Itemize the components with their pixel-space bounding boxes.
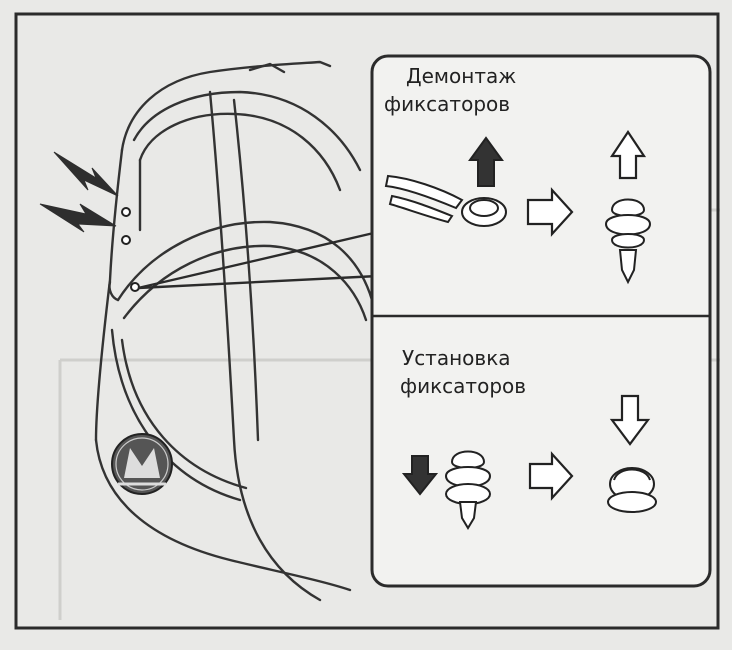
clip-icon [444,450,492,530]
fastener-hole-middle [121,235,131,245]
up-arrow-icon [468,136,504,187]
fastener-hole-upper [121,207,131,217]
clip-icon [604,198,652,285]
outer-frame [14,12,720,630]
wheel-arch-drawing [94,60,374,602]
up-arrow-icon [609,130,647,180]
down-arrow-icon [401,455,439,496]
remove-title-line1: Демонтаж [406,64,517,88]
install-section [401,394,657,530]
fastener-holes [121,207,140,292]
logo-badge-icon [111,433,173,495]
remove-title-line2: фиксаторов [384,92,511,116]
down-arrow-icon [609,394,651,446]
install-title-line1: Установка [402,346,511,370]
install-title-line2: фиксаторов [400,374,527,398]
clip-icon [461,197,507,227]
callout-lines [137,230,379,290]
pointer-arrow-icon [39,203,117,233]
pointer-arrow-icon [53,151,119,197]
pointer-arrows [39,151,119,233]
clip-icon [607,467,657,513]
pliers-icon [384,174,464,224]
remove-section [384,130,652,285]
callout-panel [370,54,712,588]
right-arrow-icon [526,187,574,237]
right-arrow-icon [528,451,574,501]
